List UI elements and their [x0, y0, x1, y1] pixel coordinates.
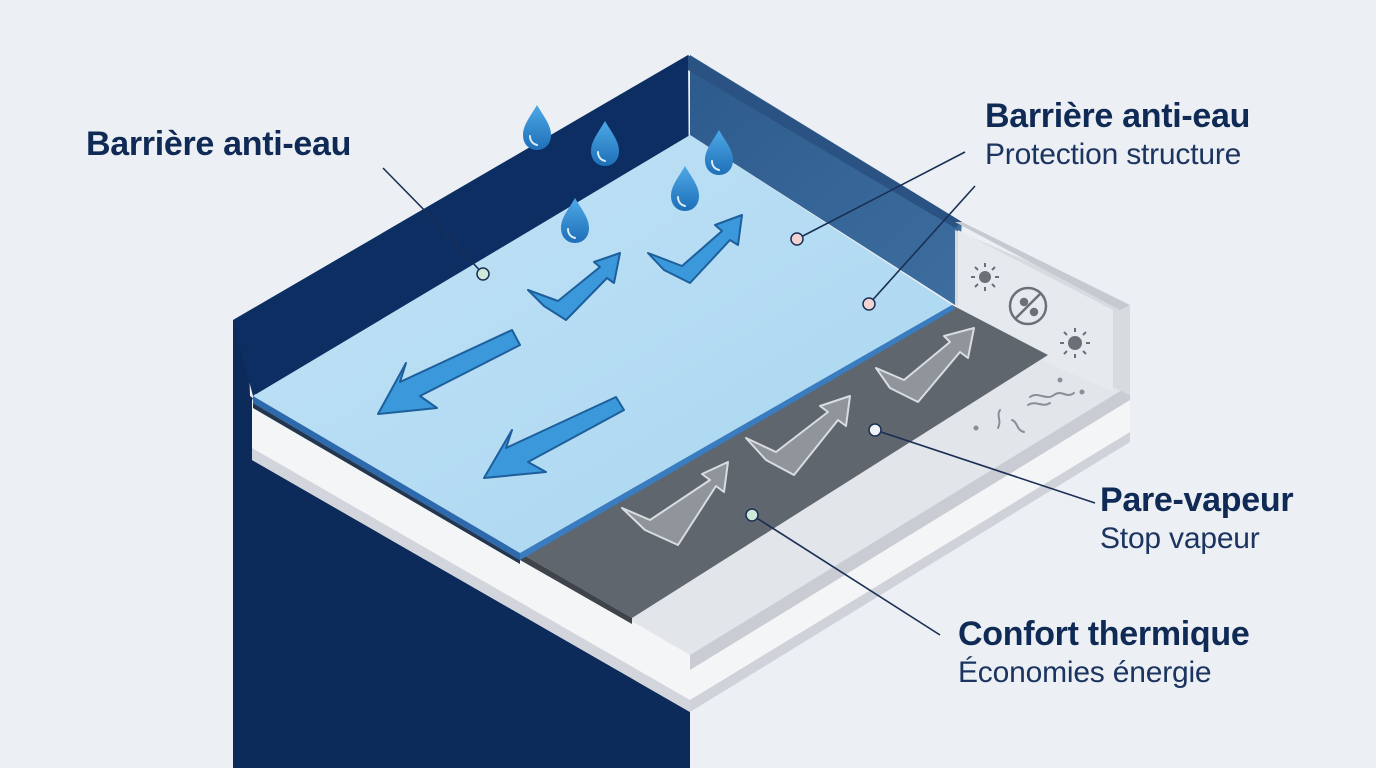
leader-line	[751, 514, 941, 636]
mold-spore-icon	[971, 263, 999, 291]
membrane-front-edge	[253, 396, 520, 560]
arrow-up-right-icon	[527, 252, 621, 321]
vapor-barrier-edge	[520, 553, 632, 624]
mold-spore-icon	[1060, 328, 1090, 358]
leader-line	[382, 167, 433, 219]
label-vapor-barrier: Pare-vapeur Stop vapeur	[1100, 480, 1294, 558]
label-title: Barrière anti-eau	[985, 97, 1251, 135]
parapet-inner-face	[690, 55, 962, 305]
label-subtitle: Protection structure	[985, 138, 1242, 171]
waterproof-membrane-layer	[253, 135, 952, 553]
arrow-down-left-icon	[483, 396, 625, 479]
dust-fiber-icon	[973, 377, 1085, 433]
membrane-right-edge	[520, 305, 955, 560]
leader-line	[874, 429, 1096, 504]
water-drop-icon	[522, 104, 552, 151]
arrow-up-right-icon	[647, 214, 743, 284]
wall-front-face	[233, 320, 690, 768]
label-title: Confort thermique	[958, 615, 1250, 653]
leader-line	[868, 185, 976, 305]
label-title: Pare-vapeur	[1100, 481, 1294, 519]
membrane-base-line	[253, 403, 520, 564]
marker-dot	[476, 267, 490, 281]
parapet-inner-face-right	[688, 55, 962, 228]
right-parapet-top	[955, 222, 1130, 310]
arrow-down-left-icon	[377, 329, 521, 415]
label-subtitle: Économies énergie	[958, 656, 1212, 689]
insulation-shadow-strip	[690, 385, 1130, 670]
no-mold-icon	[1008, 286, 1048, 326]
insulation-right-edge	[690, 432, 1130, 712]
insulation-side-edge	[252, 448, 690, 712]
label-thermal-comfort: Confort thermique Économies énergie	[958, 614, 1250, 692]
marker-dot	[790, 232, 804, 246]
label-waterproof-right: Barrière anti-eau Protection structure	[985, 96, 1250, 174]
arrow-up-right-icon	[875, 327, 975, 403]
label-subtitle: Stop vapeur	[1100, 522, 1260, 555]
leader-line	[431, 217, 484, 275]
leader-line	[796, 151, 966, 240]
label-waterproof-left: Barrière anti-eau	[86, 124, 351, 164]
marker-dot	[868, 423, 882, 437]
arrow-up-right-icon	[621, 461, 729, 546]
insulation-top	[252, 352, 1130, 655]
marker-dot	[745, 508, 759, 522]
label-title: Barrière anti-eau	[86, 125, 352, 163]
arrow-up-right-icon	[745, 395, 851, 476]
marker-dot	[862, 297, 876, 311]
